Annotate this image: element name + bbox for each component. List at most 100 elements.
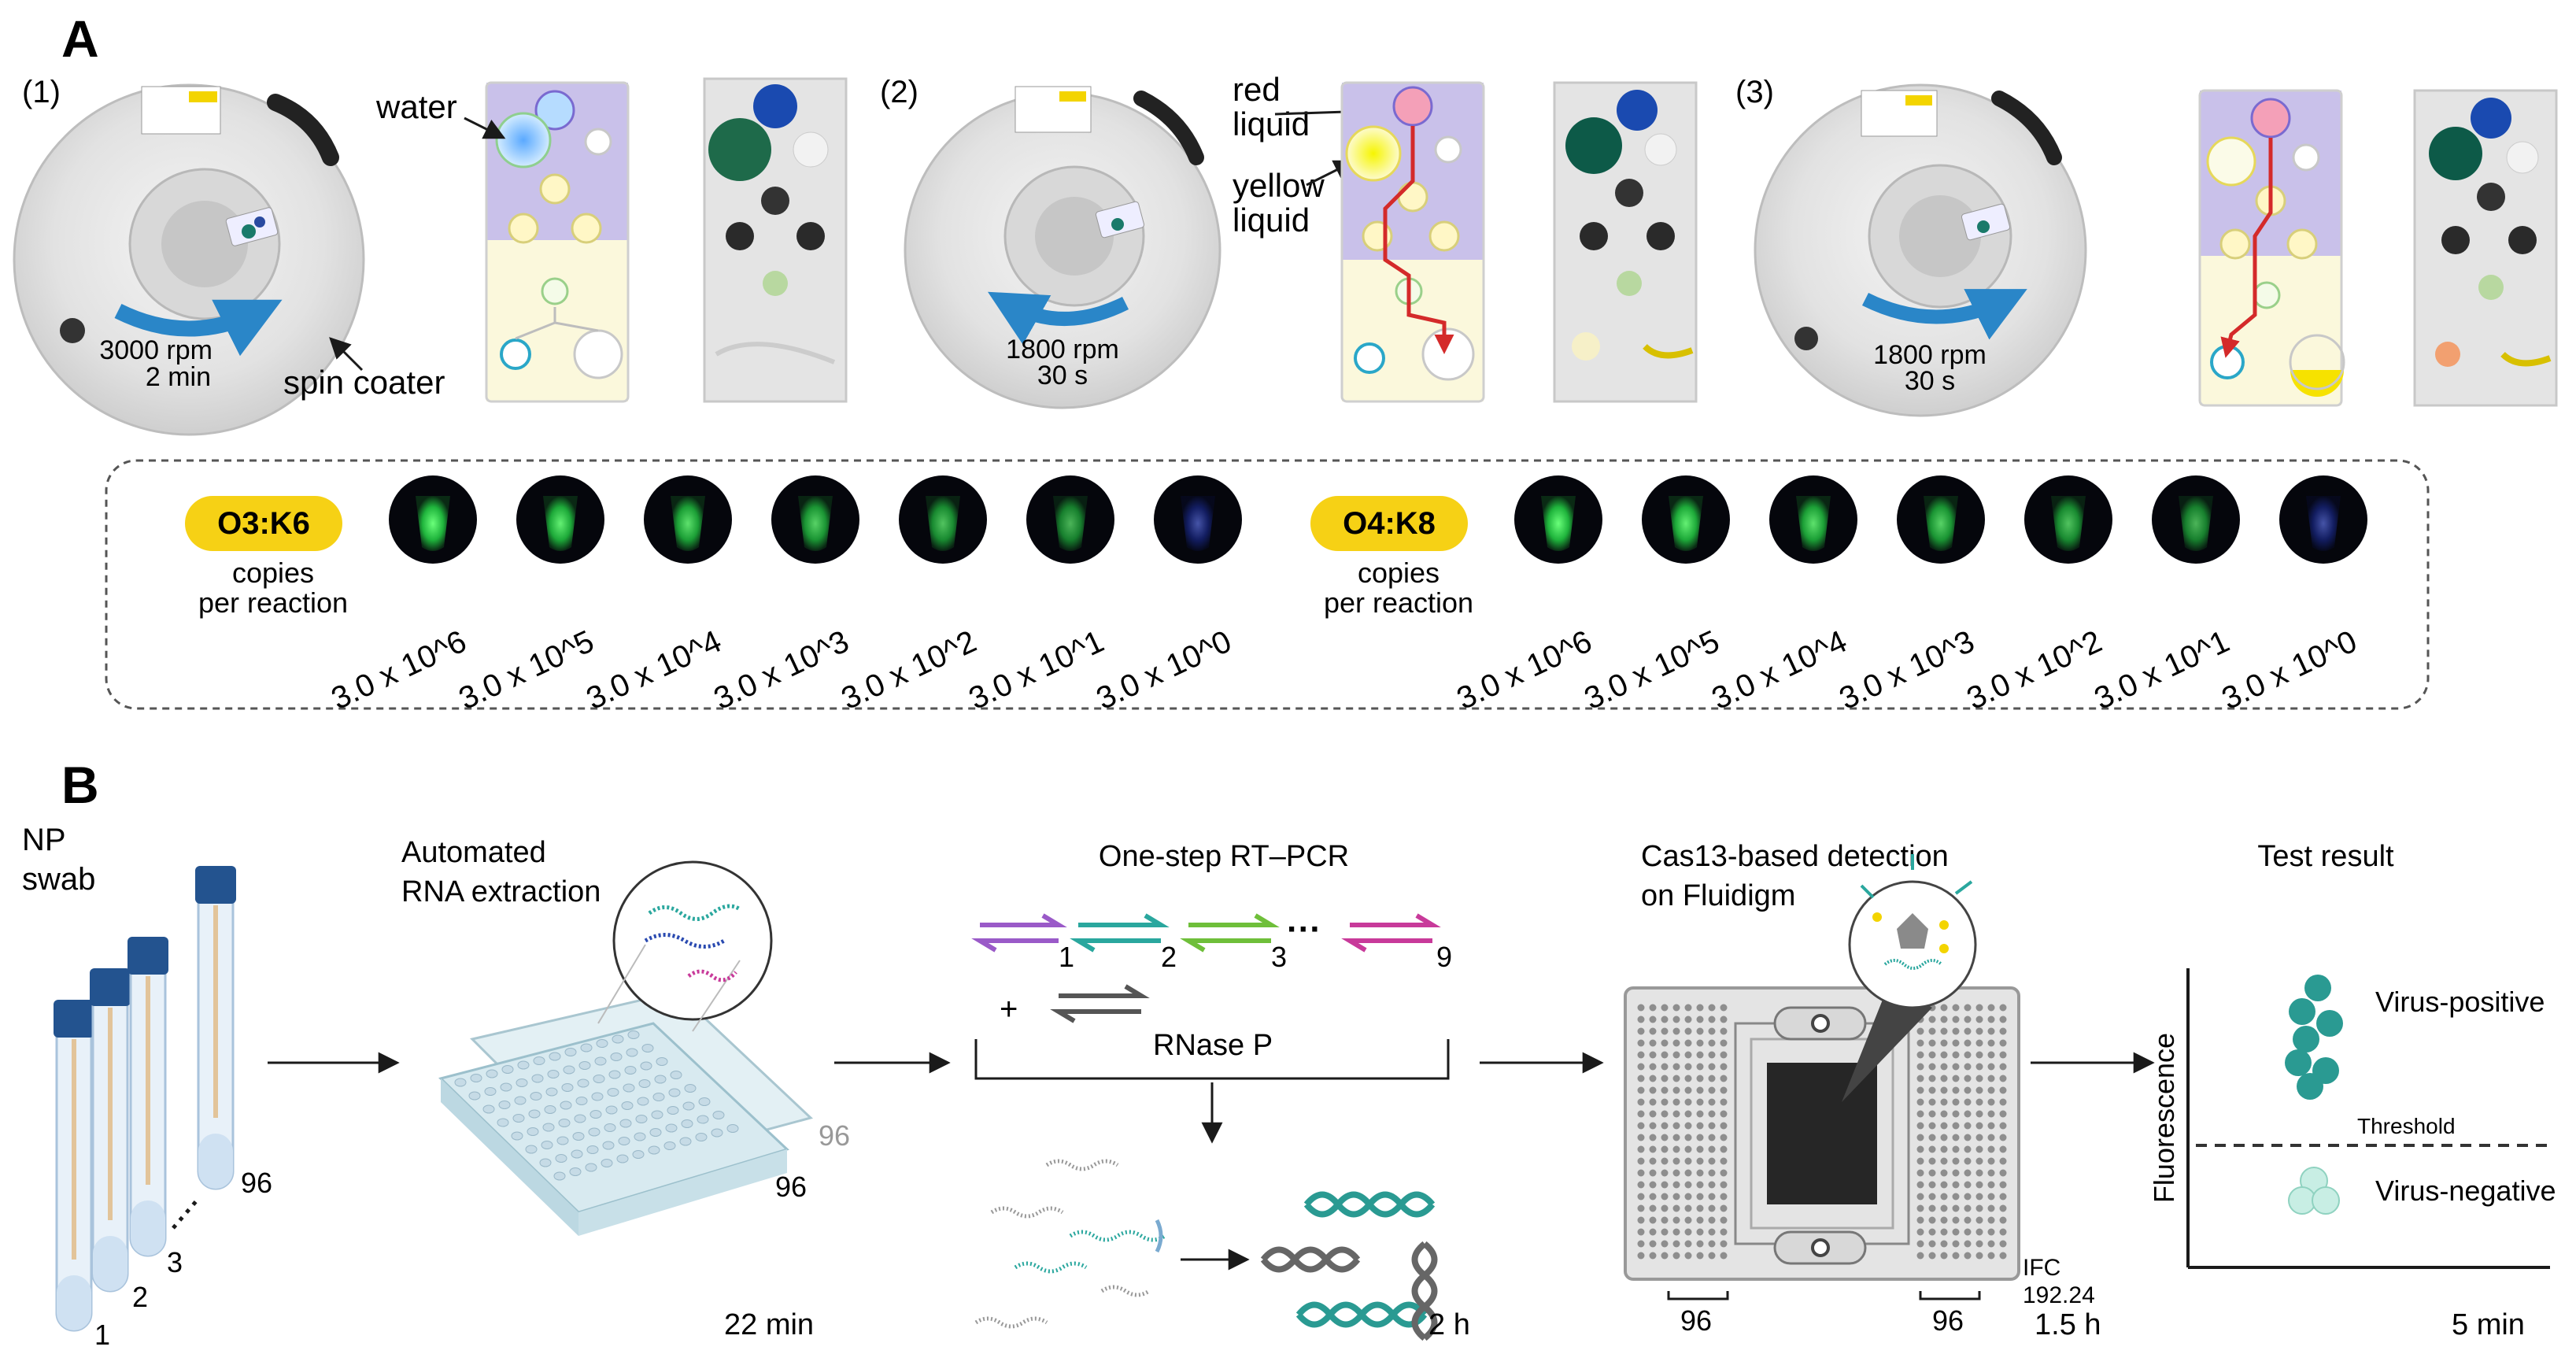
step-3-speed: 1800 rpm: [1873, 340, 1987, 370]
step-3-number: (3): [1735, 75, 1774, 109]
well-plate: [438, 860, 813, 1236]
extraction-label-2: RNA extraction: [401, 875, 601, 908]
chip-schematic-1: [485, 81, 630, 403]
water-label: water: [375, 88, 457, 125]
spin-coater-1: [13, 83, 365, 436]
spin-coater-2: [904, 86, 1221, 409]
strain-badge: [1310, 496, 1468, 551]
swab-tube-2: [90, 968, 131, 1293]
tube-image: [771, 475, 859, 564]
concentration-label: 3.0 x 10^1: [2089, 624, 2234, 716]
chip-label-1: IFC: [2023, 1255, 2060, 1281]
chip-photo-1: [703, 77, 848, 403]
primer-ellipsis: ···: [1287, 910, 1321, 949]
concentration-label: 3.0 x 10^1: [963, 624, 1109, 716]
strain-badge: [185, 496, 342, 551]
rnase-label: RNase P: [1153, 1029, 1273, 1062]
tube-label-3: 3: [167, 1246, 183, 1278]
red-liquid-label-2: liquid: [1233, 105, 1310, 142]
tube-image: [1026, 475, 1114, 564]
primer-pair-3: [1180, 913, 1280, 953]
primer-pair-2: [1070, 913, 1170, 953]
swab-tube-96: [195, 866, 236, 1190]
primer-plus: +: [1000, 992, 1018, 1027]
step-2: (2) 1800 rpm 30 s red liquid yellow liqu…: [880, 71, 1698, 409]
primer-label-1: 1: [1059, 941, 1074, 973]
result-plot: [2186, 968, 2550, 1269]
tube-image: [1154, 475, 1242, 564]
pcr-time: 2 h: [1428, 1308, 1470, 1341]
primer-pairs: [971, 913, 1441, 1023]
cas13-label-2: on Fluidigm: [1641, 879, 1795, 912]
tube-image: [1514, 475, 1602, 564]
step-1: (1) 3000 rpm 2 min spin coater: [13, 75, 848, 436]
strain-badge-label: O3:K6: [217, 506, 310, 541]
tube-image: [2279, 475, 2367, 564]
cas13-time: 1.5 h: [2035, 1308, 2101, 1341]
fluidigm-chip: [1624, 854, 2020, 1281]
step-2-number: (2): [880, 75, 918, 109]
concentration-label: 3.0 x 10^3: [1834, 624, 1979, 716]
pcr-bracket: [974, 1039, 1450, 1080]
panel-a-label: A: [61, 9, 99, 68]
primer-label-9: 9: [1436, 941, 1452, 973]
tube-image: [644, 475, 732, 564]
spin-coater-label: spin coater: [283, 364, 445, 401]
chip-schematic-2: [1340, 81, 1485, 403]
step-1-time: 2 min: [146, 362, 211, 392]
result-positive-label: Virus-positive: [2375, 986, 2545, 1018]
copies-label: per reaction: [1324, 586, 1473, 619]
step-3: (3) 1800 rpm 30 s: [1735, 75, 2558, 417]
tube-image: [1769, 475, 1857, 564]
concentration-label: 3.0 x 10^4: [581, 624, 726, 716]
primer-pair-1: [971, 913, 1067, 953]
extraction-label-1: Automated: [401, 836, 546, 869]
result-y-axis: Fluorescence: [2148, 1033, 2180, 1203]
yellow-liquid-label-2: liquid: [1233, 202, 1310, 239]
concentration-label: 3.0 x 10^2: [836, 624, 981, 716]
concentration-label: 3.0 x 10^0: [2216, 624, 2362, 716]
extraction-time: 22 min: [724, 1308, 814, 1341]
tube-image: [516, 475, 604, 564]
primer-pair-rnase: [1050, 984, 1150, 1023]
step-3-time: 30 s: [1905, 366, 1955, 396]
step-2-speed: 1800 rpm: [1006, 335, 1119, 364]
plate-back-count: 96: [819, 1119, 850, 1152]
tube-image: [2152, 475, 2240, 564]
tube-image: [2024, 475, 2112, 564]
concentration-label: 3.0 x 10^5: [1579, 624, 1724, 716]
concentration-label: 3.0 x 10^2: [1961, 624, 2107, 716]
tube-label-1: 1: [94, 1319, 110, 1351]
cas13-right-count: 96: [1932, 1304, 1964, 1337]
result-time: 5 min: [2452, 1308, 2525, 1341]
chip-photo-3: [2413, 89, 2558, 407]
cas13-label-1: Cas13-based detection: [1641, 840, 1949, 873]
result-threshold-label: Threshold: [2357, 1114, 2456, 1138]
negative-cluster: [2288, 1167, 2340, 1215]
result-negative-label: Virus-negative: [2375, 1175, 2556, 1207]
concentration-label: 3.0 x 10^6: [326, 624, 471, 716]
primer-pair-9: [1341, 913, 1441, 953]
dna-helices: [1260, 1191, 1438, 1341]
swab-label-2: swab: [22, 862, 95, 897]
concentration-label: 3.0 x 10^6: [1451, 624, 1597, 716]
step-1-speed: 3000 rpm: [99, 335, 213, 365]
concentration-label: 3.0 x 10^3: [708, 624, 854, 716]
tube-image: [389, 475, 477, 564]
swab-tube-3: [128, 937, 168, 1257]
pcr-title: One-step RT–PCR: [1099, 840, 1349, 873]
result-title: Test result: [2257, 840, 2394, 873]
copies-label: copies: [232, 557, 314, 589]
left-bracket: [1667, 1291, 1729, 1300]
yellow-liquid-label-1: yellow: [1233, 167, 1325, 204]
red-liquid-label-1: red: [1233, 71, 1281, 108]
tube-label-2: 2: [132, 1281, 148, 1313]
concentration-label: 3.0 x 10^0: [1091, 624, 1236, 716]
step-1-number: (1): [22, 75, 61, 109]
chip-schematic-3: [2198, 89, 2345, 407]
tube-image: [1897, 475, 1985, 564]
